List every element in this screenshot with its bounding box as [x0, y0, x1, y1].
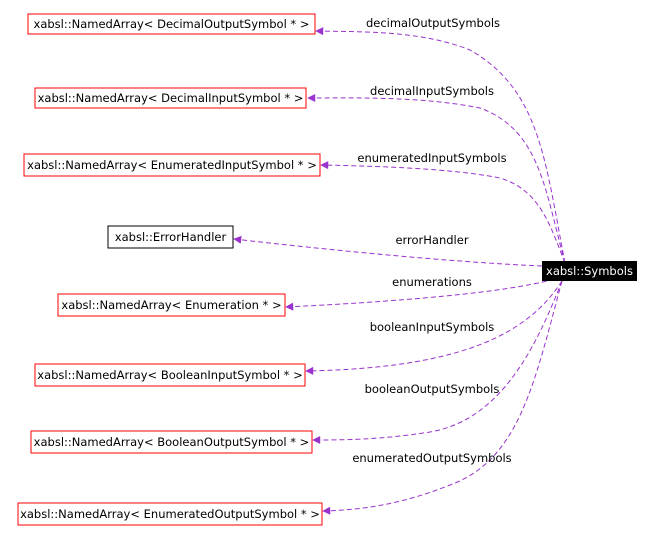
edge-enumerations — [285, 276, 563, 311]
svg-text:xabsl::NamedArray< EnumeratedI: xabsl::NamedArray< EnumeratedInputSymbol… — [27, 158, 317, 172]
class-node[interactable]: xabsl::NamedArray< BooleanInputSymbol * … — [34, 363, 306, 387]
svg-text:xabsl::NamedArray< Enumeration: xabsl::NamedArray< Enumeration * > — [61, 298, 281, 312]
class-node[interactable]: xabsl::NamedArray< BooleanOutputSymbol *… — [30, 430, 313, 454]
edge-label: booleanOutputSymbols — [365, 382, 500, 396]
edge-label: enumerations — [392, 275, 472, 289]
svg-text:xabsl::NamedArray< DecimalInpu: xabsl::NamedArray< DecimalInputSymbol * … — [38, 91, 304, 105]
edge-enumerated-output-symbols — [322, 280, 563, 515]
edge-label: decimalOutputSymbols — [366, 16, 500, 30]
center-class-node[interactable]: xabsl::Symbols — [542, 261, 637, 281]
edge-error-handler — [233, 235, 543, 267]
center-class-label: xabsl::Symbols — [546, 264, 633, 278]
svg-text:xabsl::NamedArray< EnumeratedO: xabsl::NamedArray< EnumeratedOutputSymbo… — [20, 507, 320, 521]
svg-text:xabsl::NamedArray< BooleanInpu: xabsl::NamedArray< BooleanInputSymbol * … — [37, 368, 302, 382]
svg-text:xabsl::ErrorHandler: xabsl::ErrorHandler — [115, 230, 227, 244]
edge-boolean-output-symbols — [312, 280, 563, 444]
edge-label: errorHandler — [395, 233, 468, 247]
edge-label: booleanInputSymbols — [370, 320, 495, 334]
class-node[interactable]: xabsl::ErrorHandler — [107, 225, 234, 249]
class-node[interactable]: xabsl::NamedArray< EnumeratedOutputSymbo… — [17, 502, 323, 526]
edges — [233, 27, 566, 515]
edge-decimal-output-symbols — [315, 27, 566, 264]
class-node[interactable]: xabsl::NamedArray< Enumeration * > — [57, 293, 286, 317]
svg-text:xabsl::NamedArray< BooleanOutp: xabsl::NamedArray< BooleanOutputSymbol *… — [34, 435, 310, 449]
edge-label: decimalInputSymbols — [370, 84, 494, 98]
edge-labels: decimalOutputSymbols decimalInputSymbols… — [352, 16, 511, 465]
class-node[interactable]: xabsl::NamedArray< DecimalInputSymbol * … — [34, 87, 307, 109]
edge-enumerated-input-symbols — [320, 161, 566, 264]
edge-label: enumeratedInputSymbols — [357, 151, 506, 165]
edge-label: enumeratedOutputSymbols — [352, 451, 511, 465]
class-node[interactable]: xabsl::NamedArray< EnumeratedInputSymbol… — [23, 153, 321, 177]
edge-decimal-input-symbols — [307, 93, 566, 264]
class-node[interactable]: xabsl::NamedArray< DecimalOutputSymbol *… — [27, 13, 316, 35]
svg-text:xabsl::NamedArray< DecimalOutp: xabsl::NamedArray< DecimalOutputSymbol *… — [34, 17, 310, 31]
